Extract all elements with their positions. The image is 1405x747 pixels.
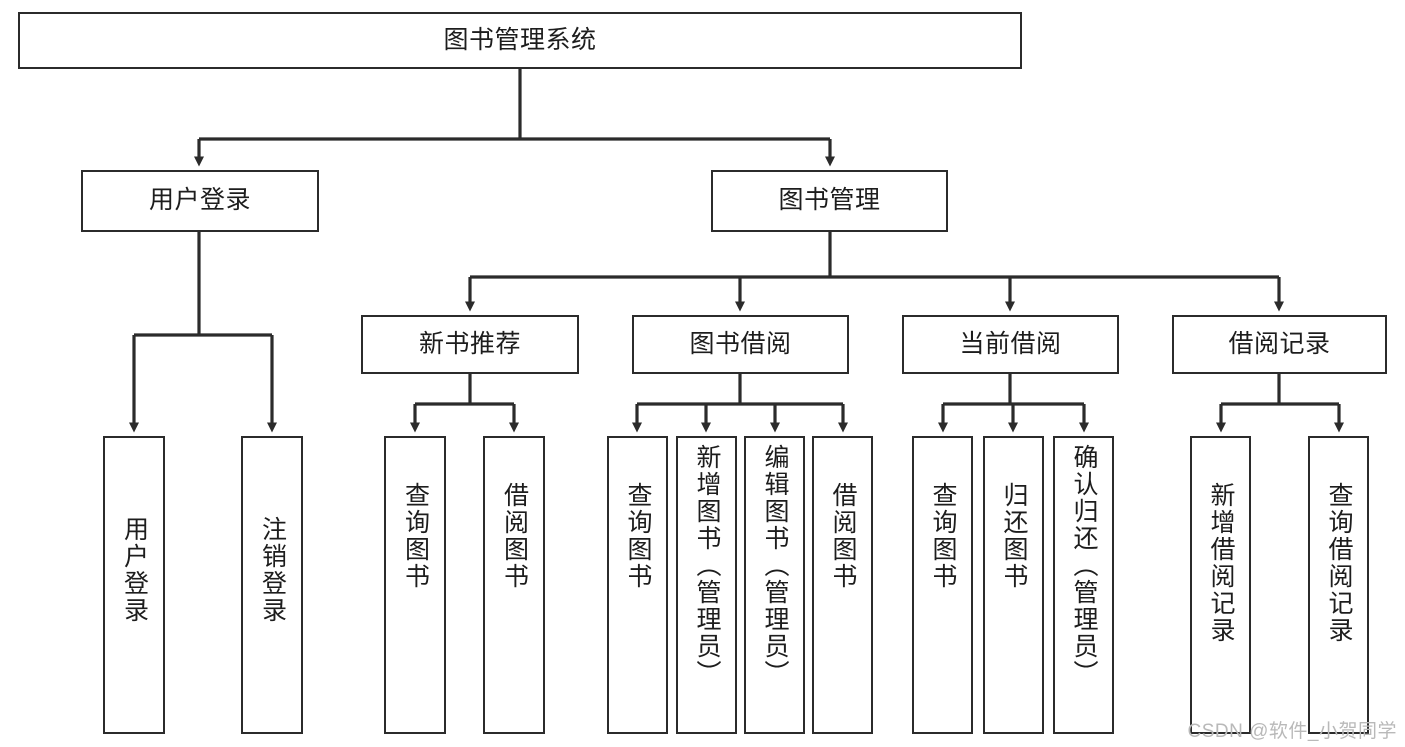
leaf-borrow-book[interactable]: 借阅图书 (812, 436, 873, 734)
node-book-borrow[interactable]: 图书借阅 (632, 315, 849, 374)
leaf-query-book-current[interactable]: 查询图书 (912, 436, 973, 734)
node-label: 归还图书 (1000, 482, 1028, 590)
node-label: 查询图书 (401, 482, 430, 590)
leaf-query-borrow-record[interactable]: 查询借阅记录 (1308, 436, 1369, 734)
leaf-return-book[interactable]: 归还图书 (983, 436, 1044, 734)
node-label: 查询图书 (929, 482, 957, 590)
node-label: 当前借阅 (959, 329, 1062, 358)
csdn-watermark: CSDN @软件_小贺同学 (1187, 721, 1397, 742)
node-new-book-recommend[interactable]: 新书推荐 (361, 315, 579, 374)
node-label: 借阅图书 (500, 482, 529, 590)
node-book-management-system[interactable]: 图书管理系统 (18, 12, 1022, 69)
leaf-edit-book-admin[interactable]: 编辑图书（管理员） (744, 436, 805, 734)
node-label: 注销登录 (258, 516, 287, 624)
node-book-management[interactable]: 图书管理 (711, 170, 948, 232)
node-label: 用户登录 (120, 516, 149, 624)
node-current-borrow[interactable]: 当前借阅 (902, 315, 1119, 374)
node-label: 新增图书（管理员） (693, 444, 721, 687)
node-label: 用户登录 (148, 186, 251, 215)
node-label: 编辑图书（管理员） (761, 444, 789, 687)
leaf-add-borrow-record[interactable]: 新增借阅记录 (1190, 436, 1251, 734)
node-label: 查询借阅记录 (1325, 482, 1353, 644)
node-user-login[interactable]: 用户登录 (81, 170, 319, 232)
leaf-user-login[interactable]: 用户登录 (103, 436, 165, 734)
node-label: 图书借阅 (689, 329, 792, 358)
node-label: 借阅记录 (1228, 329, 1331, 358)
node-label: 图书管理系统 (443, 25, 597, 54)
node-label: 查询图书 (624, 482, 652, 590)
leaf-borrow-book-recommend[interactable]: 借阅图书 (483, 436, 545, 734)
leaf-add-book-admin[interactable]: 新增图书（管理员） (676, 436, 737, 734)
leaf-logout-login[interactable]: 注销登录 (241, 436, 303, 734)
node-label: 图书管理 (778, 186, 881, 215)
leaf-query-book-borrow[interactable]: 查询图书 (607, 436, 668, 734)
leaf-confirm-return-admin[interactable]: 确认归还（管理员） (1053, 436, 1114, 734)
node-label: 新书推荐 (418, 329, 521, 358)
node-label: 借阅图书 (829, 482, 857, 590)
node-borrow-record[interactable]: 借阅记录 (1172, 315, 1387, 374)
node-label: 新增借阅记录 (1207, 482, 1235, 644)
node-label: 确认归还（管理员） (1070, 444, 1098, 687)
leaf-query-book-recommend[interactable]: 查询图书 (384, 436, 446, 734)
